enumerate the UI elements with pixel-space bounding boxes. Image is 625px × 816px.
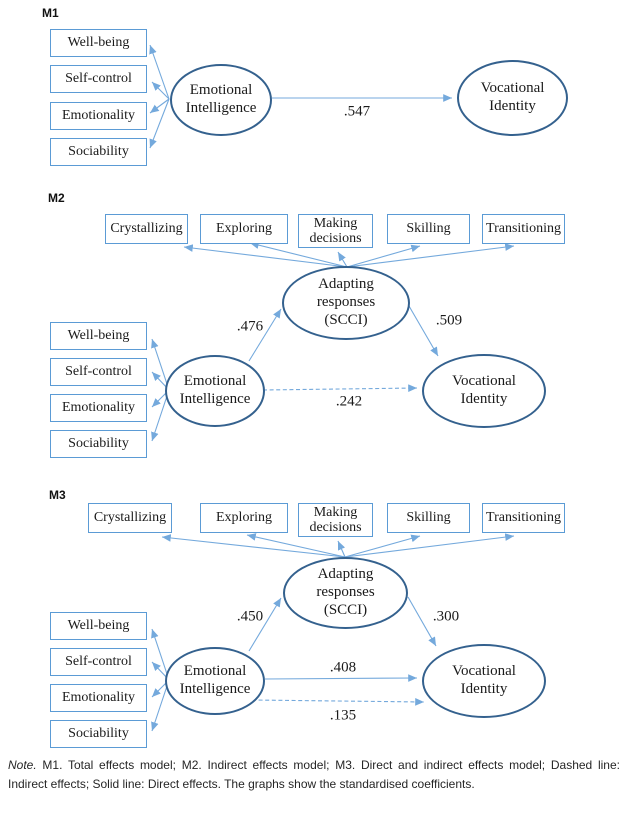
m3-subscale-crystallizing: Crystallizing [88, 503, 172, 533]
m2-adapting-to-vi-arrow [408, 305, 439, 357]
m3-subscale-exploring: Exploring [200, 503, 288, 533]
label-line: Adapting [317, 566, 374, 583]
label-line: (SCCI) [323, 601, 368, 618]
m3-indicator-emotionality: Emotionality [50, 684, 147, 712]
m3-indicator-well-being: Well-being [50, 612, 147, 640]
m1-loading-arrow-well-being [149, 44, 170, 100]
m1-total-effect-coefficient: .547 [343, 103, 371, 120]
label-line: Vocational [452, 663, 516, 680]
m2-adapting-responses-ellipse: Adapting responses (SCCI) [282, 266, 410, 340]
m2-label: M2 [48, 191, 65, 205]
m2-fan-arrow-crystallizing [183, 244, 348, 268]
m1-indicator-emotionality: Emotionality [50, 102, 147, 130]
m2-subscale-making-decisions: Making decisions [298, 214, 373, 248]
m3-fan-arrow-transitioning [344, 533, 515, 558]
m3-label: M3 [49, 488, 66, 502]
m3-adapting-vi-coefficient: .300 [432, 608, 460, 625]
m3-fan-arrow-crystallizing [161, 534, 346, 558]
m3-ei-vi-indirect-coefficient: .135 [329, 707, 357, 724]
m1-indicator-sociability: Sociability [50, 138, 147, 166]
m3-fan-arrow-making-decisions [337, 540, 346, 558]
label-line: (SCCI) [324, 311, 368, 328]
m1-label: M1 [42, 6, 59, 20]
m1-emotional-intelligence-ellipse: Emotional Intelligence [170, 64, 272, 136]
label-line: Identity [460, 391, 508, 407]
label-line: Vocational [452, 373, 516, 390]
label-line: Emotional [183, 663, 247, 680]
label-line: Identity [489, 98, 536, 114]
label-line: responses [316, 584, 375, 601]
m2-indicator-well-being: Well-being [50, 322, 147, 350]
m3-ei-vi-direct-coefficient: .408 [329, 659, 357, 676]
m2-subscale-skilling: Skilling [387, 214, 470, 244]
m2-emotional-intelligence-ellipse: Emotional Intelligence [165, 355, 265, 427]
m3-ei-adapting-coefficient: .450 [236, 608, 264, 625]
m2-adapting-vi-coefficient: .509 [435, 312, 463, 329]
m1-loading-arrow-emotionality [149, 98, 170, 114]
label-line: Identity [460, 681, 508, 697]
m1-vocational-identity-ellipse: Vocational Identity [457, 60, 568, 136]
m2-subscale-crystallizing: Crystallizing [105, 214, 188, 244]
m2-ei-to-adapting-arrow [248, 308, 282, 362]
m3-ei-to-adapting-arrow [248, 597, 282, 652]
m2-fan-arrow-making-decisions [337, 251, 348, 268]
m3-fan-arrow-exploring [246, 533, 346, 558]
m3-vocational-identity-ellipse: Vocational Identity [422, 644, 546, 718]
note-prefix: Note. [8, 758, 37, 772]
m3-indicator-self-control: Self-control [50, 648, 147, 676]
label-line: Intelligence [179, 681, 251, 697]
m1-loading-arrow-sociability [149, 98, 170, 149]
m3-subscale-skilling: Skilling [387, 503, 470, 533]
m2-indicator-sociability: Sociability [50, 430, 147, 458]
m3-indicator-sociability: Sociability [50, 720, 147, 748]
m2-fan-arrow-skilling [346, 244, 421, 268]
note-body: M1. Total effects model; M2. Indirect ef… [8, 758, 620, 791]
m2-ei-to-vi-indirect-arrow [262, 384, 418, 392]
m1-indicator-self-control: Self-control [50, 65, 147, 93]
m2-vocational-identity-ellipse: Vocational Identity [422, 354, 546, 428]
label-line: responses [316, 294, 376, 311]
label-line: Emotional [189, 82, 253, 99]
m2-ei-vi-indirect-coefficient: .242 [335, 393, 363, 410]
m3-subscale-transitioning: Transitioning [482, 503, 565, 533]
m3-ei-to-vi-indirect-arrow [251, 698, 425, 706]
m1-indicator-well-being: Well-being [50, 29, 147, 57]
m3-subscale-making-decisions: Making decisions [298, 503, 373, 537]
m2-subscale-transitioning: Transitioning [482, 214, 565, 244]
m2-indicator-self-control: Self-control [50, 358, 147, 386]
label-line: Adapting [318, 276, 374, 293]
m2-fan-arrow-exploring [249, 241, 348, 268]
label-line: Vocational [480, 80, 545, 97]
m3-fan-arrow-skilling [344, 534, 421, 558]
m1-arrows [149, 44, 452, 149]
figure-note: Note. M1. Total effects model; M2. Indir… [8, 756, 620, 794]
m1-loading-arrow-self-control [151, 81, 170, 100]
m3-ei-to-vi-direct-arrow [264, 674, 418, 682]
label-line: Emotional [183, 373, 247, 390]
m2-fan-arrow-transitioning [346, 243, 515, 268]
m3-adapting-to-vi-arrow [407, 596, 437, 647]
label-line: Intelligence [179, 391, 251, 407]
m3-emotional-intelligence-ellipse: Emotional Intelligence [165, 647, 265, 715]
m2-indicator-emotionality: Emotionality [50, 394, 147, 422]
m2-subscale-exploring: Exploring [200, 214, 288, 244]
label-line: Intelligence [185, 100, 257, 116]
m3-adapting-responses-ellipse: Adapting responses (SCCI) [283, 557, 408, 629]
m2-ei-adapting-coefficient: .476 [236, 318, 264, 335]
